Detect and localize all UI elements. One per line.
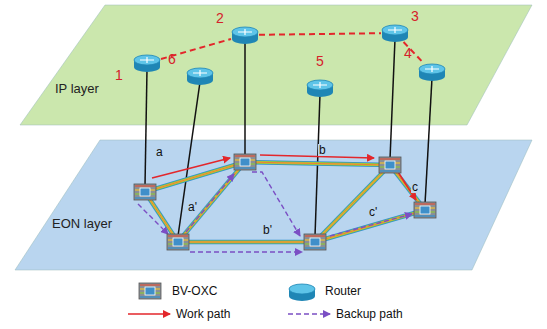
backup-path xyxy=(252,172,300,236)
backup-path xyxy=(138,204,168,234)
backup-path-sample xyxy=(288,313,330,314)
vertical-link xyxy=(145,69,147,186)
fiber-link xyxy=(315,165,390,242)
callout-number: 3 xyxy=(411,9,419,23)
fiber-link xyxy=(315,165,390,242)
legend-label: Router xyxy=(325,285,361,297)
ip-link xyxy=(161,39,231,59)
router-icon xyxy=(306,79,334,97)
fiber-link xyxy=(315,165,390,242)
work-path-sample xyxy=(128,313,170,315)
router-node: 3 xyxy=(381,24,409,42)
fiber-link xyxy=(315,165,390,242)
legend-label: Backup path xyxy=(336,308,403,320)
router-icon xyxy=(231,26,259,44)
router-node: 4 xyxy=(418,63,446,81)
router-icon xyxy=(133,54,161,72)
path-label: b xyxy=(318,144,327,156)
fiber-link xyxy=(178,162,245,242)
bv-oxc-icon xyxy=(379,157,401,173)
fiber-link xyxy=(178,241,315,244)
backup-path xyxy=(190,251,302,252)
work-path xyxy=(260,155,374,158)
bv-oxc-icon xyxy=(167,234,189,250)
work-path xyxy=(152,158,230,178)
vertical-link xyxy=(425,78,432,204)
layer-label: IP layer xyxy=(55,82,99,95)
bv-oxc-icon xyxy=(139,283,161,299)
callout-number: 1 xyxy=(115,68,123,82)
vertical-link xyxy=(390,39,395,159)
router-node: 6 xyxy=(186,67,214,85)
router-icon xyxy=(381,24,409,42)
fiber-link xyxy=(245,162,390,165)
bv-oxc-icon xyxy=(134,184,156,200)
callout-number: 2 xyxy=(216,11,224,25)
layer-label: EON layer xyxy=(52,217,112,230)
legend-label: Work path xyxy=(176,308,230,320)
callout-number: 5 xyxy=(316,54,324,68)
callout-number: 4 xyxy=(404,46,412,60)
router-icon xyxy=(418,63,446,81)
backup-path xyxy=(186,174,234,232)
bv-oxc-icon xyxy=(414,202,436,218)
path-label: a xyxy=(155,146,164,158)
fiber-link xyxy=(178,241,315,243)
router-icon xyxy=(186,67,214,85)
bv-oxc-icon xyxy=(234,154,256,170)
bv-oxc-icon xyxy=(304,234,326,250)
ip-link xyxy=(404,42,424,63)
router-node: 5 xyxy=(306,79,334,97)
vertical-link xyxy=(244,41,246,156)
vertical-link xyxy=(178,82,200,236)
path-label: a' xyxy=(187,201,198,213)
router-node: 1 xyxy=(133,54,161,72)
legend-label: BV-OXC xyxy=(172,285,217,297)
fiber-link xyxy=(245,162,390,165)
fiber-link xyxy=(178,240,315,245)
fiber-link xyxy=(178,162,245,242)
layer-plane: IP layer 1 2 3 4 5 6 xyxy=(0,0,547,130)
fiber-link xyxy=(178,242,315,243)
router-node: 2 xyxy=(231,26,259,44)
callout-number: 6 xyxy=(168,52,176,66)
path-label: c' xyxy=(368,206,378,218)
ip-link xyxy=(259,33,381,35)
path-label: b' xyxy=(262,224,273,236)
fiber-link xyxy=(178,162,245,242)
fiber-link xyxy=(178,162,245,242)
plane-shape xyxy=(0,0,547,130)
fiber-link xyxy=(245,162,390,165)
path-label: c xyxy=(411,181,419,193)
fiber-link xyxy=(245,162,390,165)
